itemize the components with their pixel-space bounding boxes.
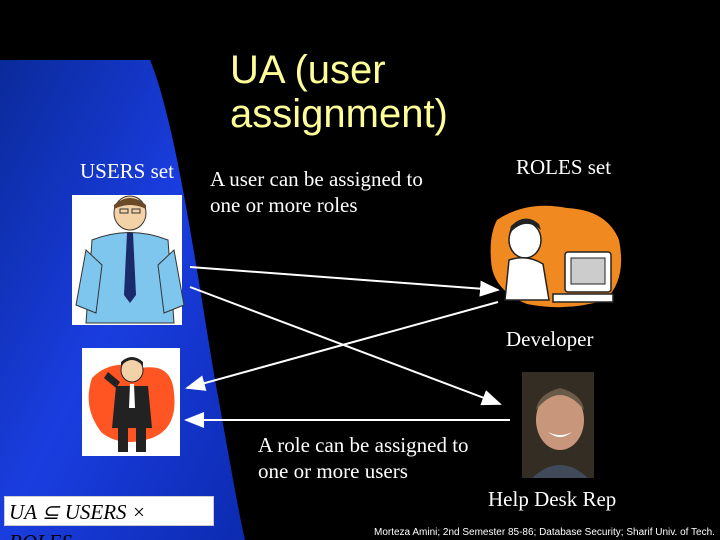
arrow-user1-to-developer [189, 266, 500, 297]
ua-formula: UA ⊆ USERS × ROLES [4, 496, 214, 540]
role-label-developer: Developer [506, 327, 594, 351]
slide-title: UA (user assignment) [230, 48, 448, 136]
user-2-illustration [82, 348, 180, 456]
user-assign-note: A user can be assigned to one or more ro… [210, 167, 423, 217]
developer-illustration [490, 205, 622, 308]
slide-footer: Morteza Amini; 2nd Semester 85-86; Datab… [374, 527, 715, 538]
arrow-user1-to-helpdesk [189, 286, 502, 406]
roles-set-label: ROLES set [516, 155, 612, 179]
role-assign-note: A role can be assigned to one or more us… [258, 433, 469, 483]
helpdesk-photo [522, 372, 594, 478]
users-set-label: USERS set [80, 159, 174, 183]
role-label-helpdesk: Help Desk Rep [488, 487, 617, 511]
user-1-illustration [72, 195, 185, 325]
